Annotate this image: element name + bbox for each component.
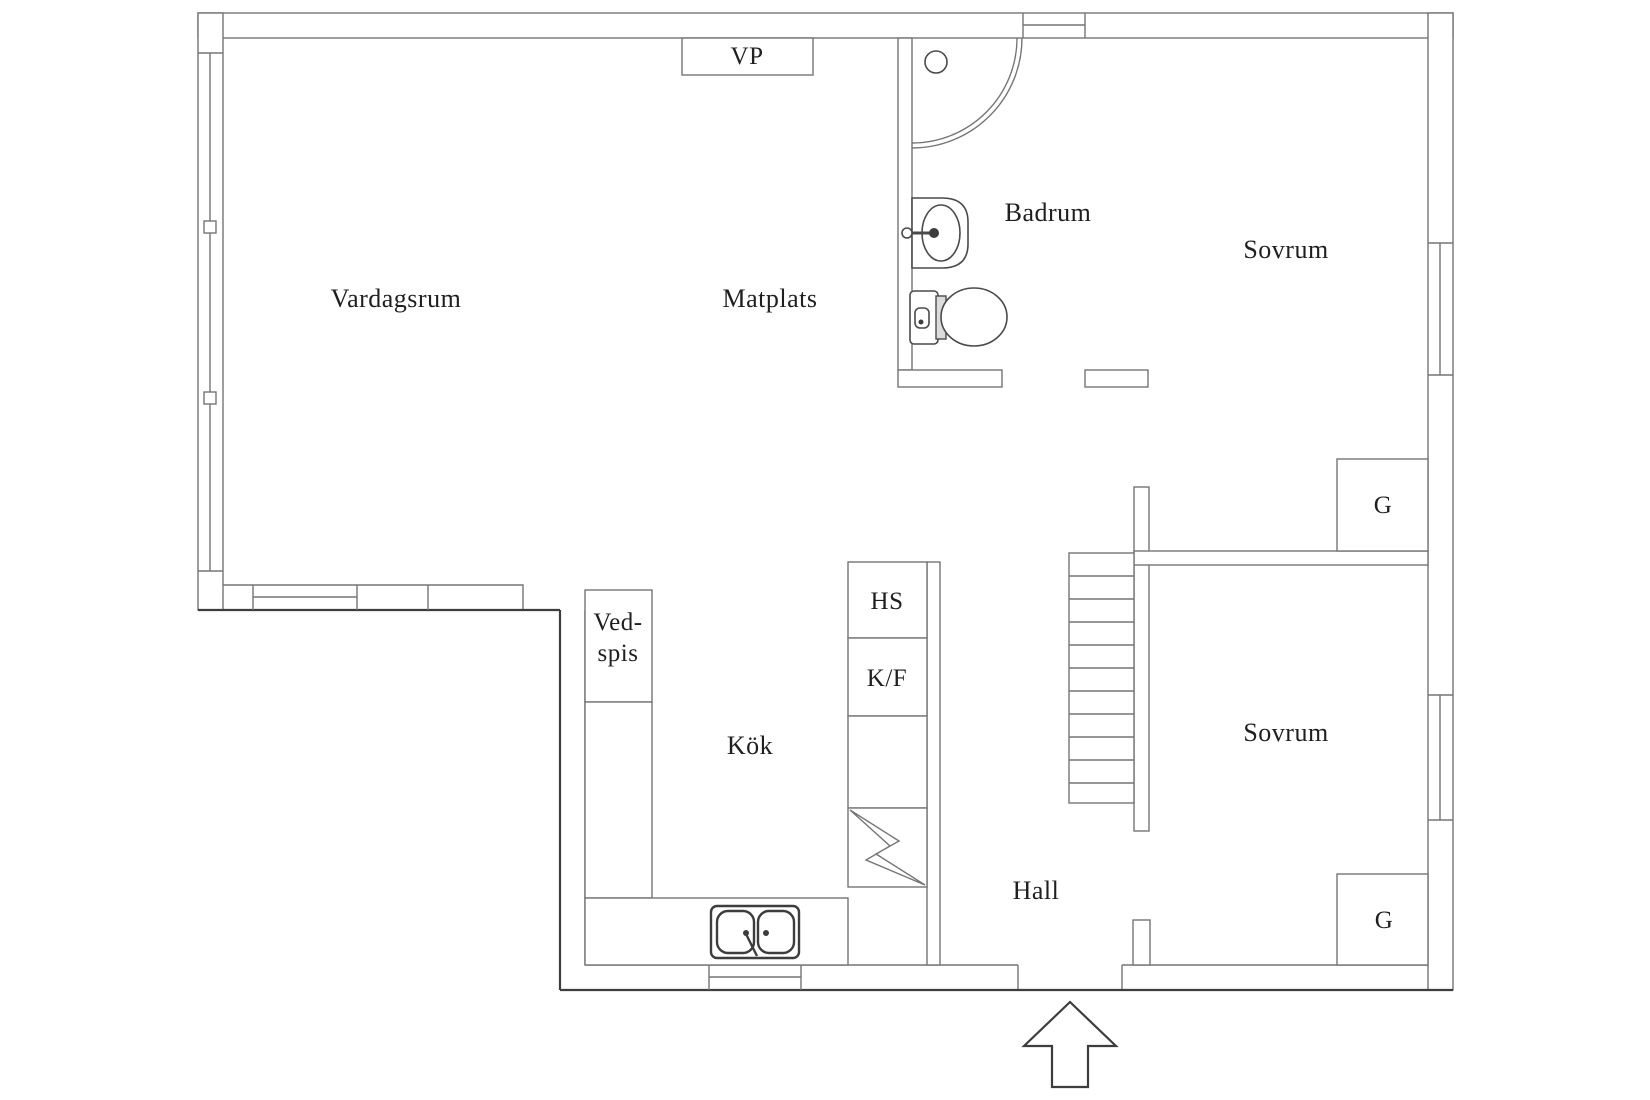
equipment-boxes	[681, 37, 1429, 966]
wall-stub-bedroom-door	[1132, 919, 1151, 966]
entrance-arrow-icon	[1021, 1000, 1119, 1089]
label-badrum: Badrum	[1005, 198, 1092, 227]
exterior-walls	[197, 12, 1454, 992]
label-kok: Kök	[727, 731, 773, 760]
wood-stove-box	[584, 589, 653, 703]
wall-hall-bedrooms	[1133, 486, 1150, 832]
label-g-top: G	[1374, 492, 1393, 519]
window-left-wall	[198, 52, 223, 572]
electric-stove-bolt-icon	[849, 809, 926, 886]
label-kf: K/F	[867, 665, 907, 692]
label-sovrum-bottom: Sovrum	[1243, 718, 1328, 747]
label-hs: HS	[871, 588, 904, 615]
wall-livingroom-bottom-inner	[223, 584, 524, 610]
wall-bedroom-divider	[1133, 550, 1429, 566]
kitchen-sink-icon	[709, 904, 801, 960]
washbasin-icon	[901, 197, 969, 269]
corner-shower-icon	[911, 37, 1023, 149]
label-vedspis-line2: spis	[598, 640, 639, 667]
cabinet-kf-box	[847, 637, 928, 717]
heat-pump-box	[681, 37, 814, 76]
kitchen-units	[584, 561, 928, 966]
cabinet-box	[847, 715, 928, 809]
feature-labels: VP HS K/F Ved- spis G G	[593, 43, 1394, 934]
wardrobe-bottom-box	[1336, 873, 1429, 966]
label-vp: VP	[731, 43, 764, 70]
windows	[198, 13, 1453, 990]
label-hall: Hall	[1013, 876, 1060, 905]
wall-top	[197, 12, 1454, 39]
window-post-marker	[203, 391, 217, 405]
wall-badrum-south-right	[1084, 369, 1149, 388]
interior-walls	[897, 37, 1429, 966]
wall-right	[1427, 12, 1454, 991]
wall-badrum-south-left	[897, 369, 1003, 388]
wardrobe-top-box	[1336, 458, 1429, 552]
window-right-wall-sovrum-top	[1428, 242, 1453, 376]
label-matplats: Matplats	[723, 284, 818, 313]
label-vardagsrum: Vardagsrum	[331, 284, 462, 313]
window-livingroom-bottom	[252, 585, 429, 610]
window-top-wall-badrum	[1022, 13, 1086, 38]
room-labels: Vardagsrum Matplats Badrum Sovrum Sovrum…	[331, 198, 1328, 905]
window-right-wall-sovrum-bottom	[1428, 694, 1453, 821]
label-sovrum-top: Sovrum	[1243, 235, 1328, 264]
shower-drain-icon	[924, 50, 948, 74]
staircase	[1068, 552, 1135, 804]
label-g-bottom: G	[1375, 907, 1394, 934]
toilet-icon	[909, 287, 1008, 347]
wall-kitchen-hall	[926, 561, 941, 966]
label-vedspis-line1: Ved-	[593, 609, 642, 636]
bathroom-fixtures	[901, 37, 1023, 347]
window-kitchen-bottom	[708, 965, 802, 990]
kitchen-counter-west	[584, 701, 653, 899]
window-post-marker	[203, 220, 217, 234]
cabinet-hs-box	[847, 561, 928, 639]
